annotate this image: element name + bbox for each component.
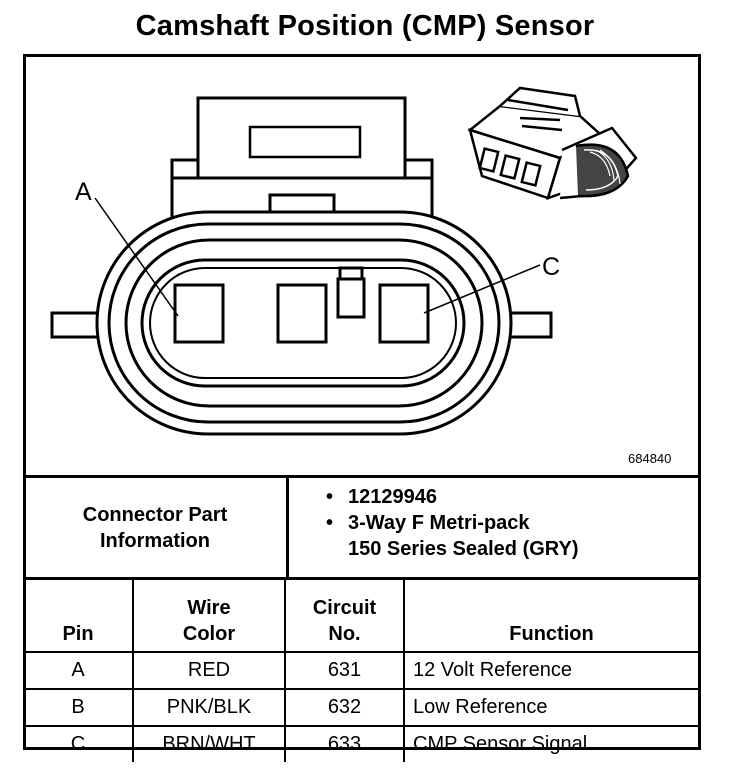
pin-table: Pin Wire Color Circuit No. Function A RE… [24, 577, 698, 762]
connector-3d-illustration [467, 86, 638, 200]
function-cell: 12 Volt Reference [403, 651, 698, 690]
pin-cell: B [24, 688, 134, 727]
connector-seal [124, 238, 484, 408]
callout-label-c: C [542, 253, 560, 281]
terminal-cavity-c [378, 283, 430, 344]
circuit-cell: 632 [284, 688, 405, 727]
function-cell: Low Reference [403, 688, 698, 727]
page-title: Camshaft Position (CMP) Sensor [135, 10, 595, 42]
figure-id: 684840 [628, 451, 672, 466]
callout-leader-c [423, 264, 541, 314]
wire-color-cell: PNK/BLK [132, 688, 286, 727]
header-circuit-no: Circuit No. [284, 577, 405, 653]
connector-part-info-label: Connector Part Information [24, 478, 289, 577]
connector-type: 3-Way F Metri-pack [324, 510, 579, 536]
pin-table-header: Pin Wire Color Circuit No. Function [24, 577, 698, 653]
part-number: 12129946 [324, 484, 579, 510]
terminal-cavity-a [173, 283, 225, 344]
terminal-cavity-b [276, 283, 328, 344]
table-row: A RED 631 12 Volt Reference [24, 651, 698, 690]
header-function: Function [403, 577, 698, 653]
circuit-cell: 633 [284, 725, 405, 762]
header-pin: Pin [24, 577, 134, 653]
function-cell: CMP Sensor Signal [403, 725, 698, 762]
circuit-cell: 631 [284, 651, 405, 690]
wire-color-cell: RED [132, 651, 286, 690]
connector-face [140, 258, 466, 388]
table-row: B PNK/BLK 632 Low Reference [24, 688, 698, 727]
part-info-label-line-1: Connector Part [82, 503, 228, 526]
connector-locking-tab [170, 96, 434, 230]
pin-cell: A [24, 651, 134, 690]
pin-cell: C [24, 725, 134, 762]
header-wire-color: Wire Color [132, 577, 286, 653]
connector-part-info-list: 12129946 3-Way F Metri-pack 150 Series S… [324, 484, 579, 562]
wire-color-cell: BRN/WHT [132, 725, 286, 762]
connector-series: 150 Series Sealed (GRY) [348, 538, 579, 560]
callout-leader-a [94, 197, 179, 317]
callout-label-a: A [75, 178, 92, 206]
connector-part-info: Connector Part Information 12129946 3-Wa… [24, 475, 698, 580]
table-row: C BRN/WHT 633 CMP Sensor Signal [24, 725, 698, 762]
part-info-label-line-2: Information [100, 529, 210, 552]
